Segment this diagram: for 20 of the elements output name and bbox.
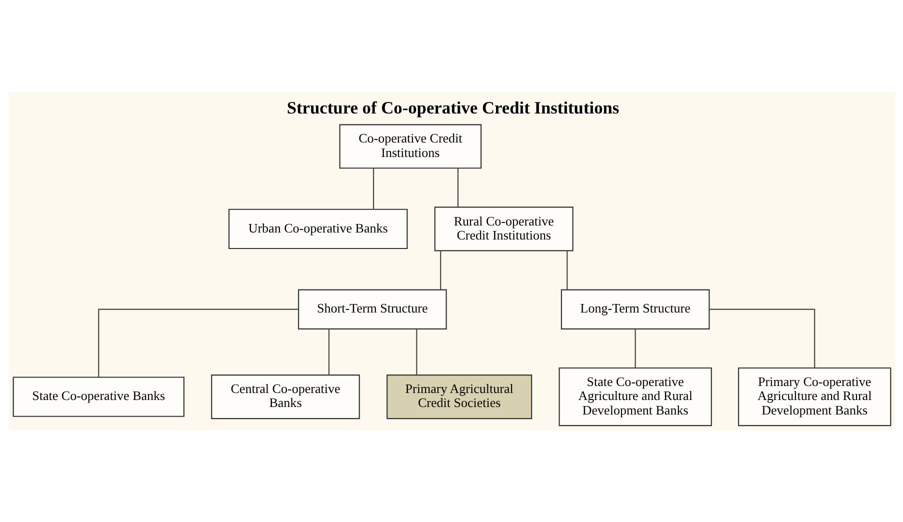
connector: [328, 329, 329, 375]
node-box: State Co-operative Banks: [12, 376, 184, 417]
node-box: Rural Co-operative Credit Institutions: [434, 206, 573, 252]
connector: [634, 329, 636, 368]
connector: [372, 168, 374, 210]
node-box: Long-Term Structure: [560, 289, 710, 330]
connector: [416, 329, 417, 375]
diagram-title: Structure of Co-operative Credit Institutions: [286, 98, 619, 118]
node-box: Urban Co-operative Banks: [228, 208, 408, 250]
connector: [566, 250, 568, 290]
node-box: State Co-operative Agriculture and Rural Development Banks: [558, 367, 712, 426]
node-box: Central Co-operative Banks: [210, 374, 360, 420]
node-box: Primary Co-operative Agriculture and Rural Development Banks: [738, 367, 891, 426]
node-box: Short-Term Structure: [298, 289, 446, 330]
connector: [440, 250, 441, 290]
connector: [708, 308, 815, 368]
node-box: Primary Agricultural Credit Societies: [386, 374, 532, 420]
connector: [98, 308, 298, 377]
node-box: Co-operative Credit Institutions: [338, 124, 482, 169]
connector: [456, 168, 458, 208]
